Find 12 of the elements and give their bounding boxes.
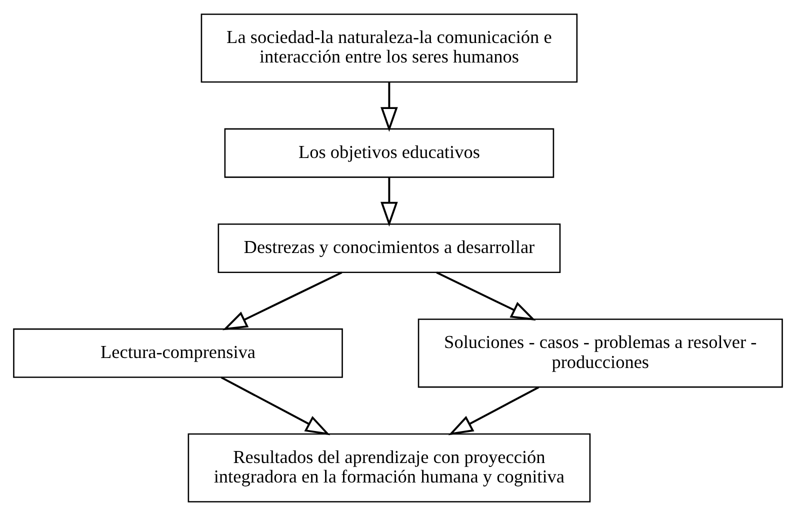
arrow [220, 376, 330, 435]
node-box: Los objetivos educativos [224, 128, 554, 178]
arrow [380, 82, 398, 132]
arrow [448, 386, 540, 435]
node-box: Destrezas y conocimientos a desarrollar [218, 222, 561, 272]
arrow [222, 271, 342, 330]
arrow [436, 271, 536, 320]
node-box: Soluciones - casos - problemas a resolver - producciones [418, 318, 783, 388]
node-box: Resultados del aprendizaje con proyección integradora en la formación humana y cognitiva [188, 432, 591, 502]
node-box: Lectura-comprensiva [13, 328, 343, 378]
arrow [380, 176, 398, 226]
node-box: La sociedad-la naturaleza-la comunicación e interacción entre los seres humanos [200, 13, 578, 82]
